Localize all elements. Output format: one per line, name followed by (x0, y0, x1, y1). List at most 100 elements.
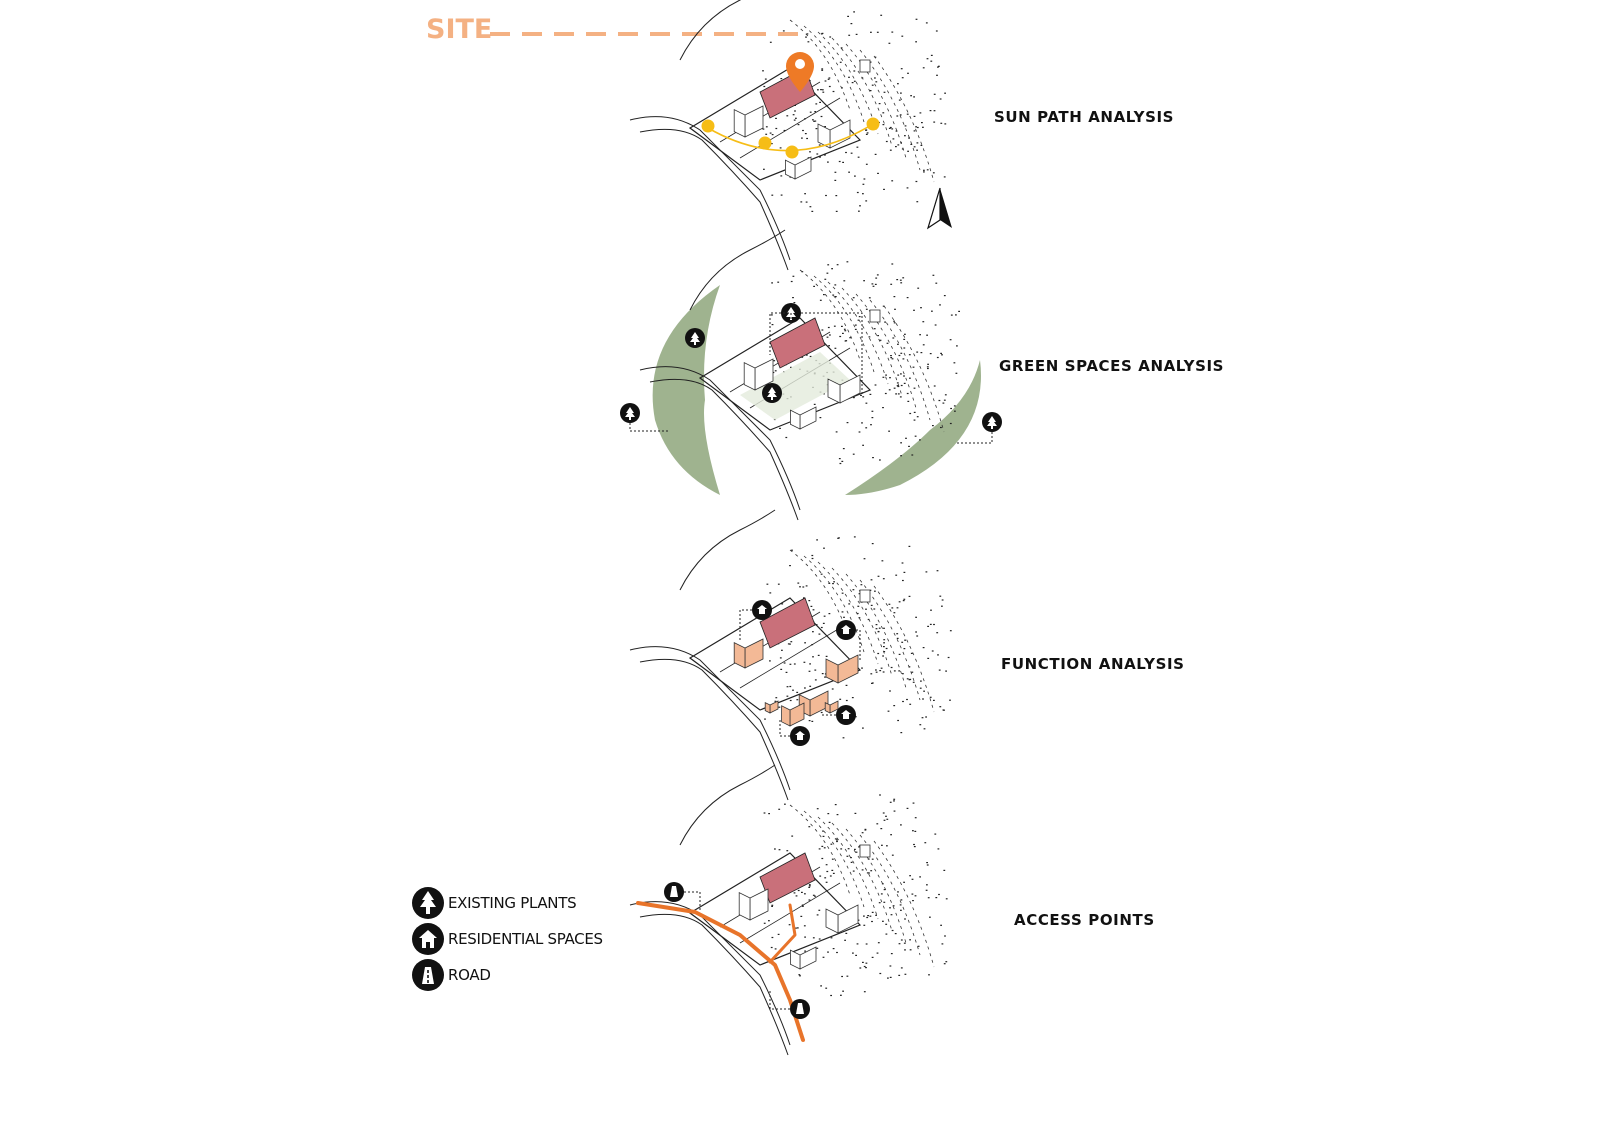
legend-label: EXISTING PLANTS (448, 894, 577, 912)
terrain-stipple (764, 536, 952, 739)
contour-line (845, 573, 907, 689)
river-edge (639, 658, 789, 801)
legend: EXISTING PLANTS RESIDENTIAL SPACES ROAD (412, 885, 603, 993)
residential-block (837, 654, 859, 684)
site-boundary (688, 852, 862, 966)
road-branch (768, 903, 797, 964)
leader-line (801, 312, 863, 395)
panel-title-green-spaces: GREEN SPACES ANALYSIS (999, 357, 1225, 375)
tree-glyph (690, 332, 700, 345)
contour-line (883, 305, 945, 433)
sun-position (785, 145, 799, 159)
site-boundary (698, 317, 872, 431)
contour-line (803, 810, 865, 908)
site-boundary (688, 67, 862, 181)
road-path (636, 901, 805, 1042)
sun-position (866, 117, 880, 131)
river-edge (649, 378, 799, 521)
legend-label: ROAD (448, 966, 491, 984)
building (829, 119, 851, 149)
terrain-stipple (761, 794, 948, 997)
contour-line (817, 561, 879, 665)
north-arrow-icon (940, 188, 952, 228)
river-edge (639, 128, 789, 271)
tree-glyph (625, 407, 635, 420)
building (790, 409, 801, 430)
contour-line (789, 19, 851, 111)
leader-line (769, 312, 792, 355)
river-edge (639, 366, 801, 511)
contour-line (845, 828, 907, 944)
pin-center (795, 59, 805, 69)
house-outline (859, 844, 871, 858)
road-glyph (796, 1003, 804, 1014)
river-edge (629, 116, 791, 261)
building (837, 904, 859, 934)
site-label: SITE (426, 14, 493, 45)
house-outline (869, 309, 881, 323)
terrain-ridge (679, 509, 776, 591)
tree-icon (412, 887, 444, 919)
leader-line (856, 629, 861, 660)
site-plot (769, 317, 826, 369)
leader-line (629, 423, 670, 432)
river-edge (629, 646, 791, 791)
panel-title-function: FUNCTION ANALYSIS (1001, 655, 1185, 673)
house-outline (859, 589, 871, 603)
house-icon (412, 923, 444, 955)
terrain-ridge (679, 764, 776, 846)
building (749, 888, 769, 921)
legend-item-road: ROAD (412, 957, 603, 993)
panel-access-points (629, 764, 948, 1056)
building (825, 908, 839, 934)
leader-line (739, 609, 752, 640)
panel-green-spaces (620, 229, 1002, 521)
terrain-ridge (689, 229, 786, 311)
green-courtyard (740, 352, 850, 420)
contour-line (873, 840, 935, 968)
legend-item-residential-spaces: RESIDENTIAL SPACES (412, 921, 603, 957)
location-pin-icon (786, 52, 814, 92)
building (744, 105, 764, 138)
building (790, 949, 801, 970)
tree-glyph (767, 387, 777, 400)
contour-line (799, 269, 861, 361)
leader-line (779, 720, 790, 737)
building (738, 891, 751, 921)
green-area (652, 285, 720, 495)
contour-line (803, 555, 865, 653)
panel-function (629, 509, 952, 801)
contour-line (855, 293, 917, 409)
house-glyph (795, 731, 805, 740)
contour-line (817, 816, 879, 920)
contour-line (789, 804, 851, 896)
building (799, 406, 817, 430)
north-arrow-icon (926, 187, 941, 230)
road-icon (412, 959, 444, 991)
house-outline (859, 59, 871, 73)
contour-line (873, 585, 935, 713)
building (799, 946, 817, 970)
terrain-ridge (679, 0, 742, 61)
terrain-stipple (761, 11, 947, 212)
residential-block (824, 701, 831, 714)
leader-line (684, 891, 701, 912)
contour-line (845, 43, 907, 159)
river-edge (639, 913, 789, 1056)
building (743, 361, 756, 391)
panel-title-sun-path: SUN PATH ANALYSIS (994, 108, 1175, 126)
road-glyph (670, 886, 678, 897)
house-glyph (841, 710, 851, 719)
building (733, 108, 746, 138)
residential-block (764, 701, 771, 714)
panel-title-access-points: ACCESS POINTS (1014, 911, 1155, 929)
residential-block (789, 702, 805, 727)
contour-line (827, 281, 889, 385)
house-glyph (841, 625, 851, 634)
building (785, 159, 796, 180)
residential-block (825, 658, 839, 684)
house-glyph (757, 605, 767, 614)
building (794, 156, 812, 180)
